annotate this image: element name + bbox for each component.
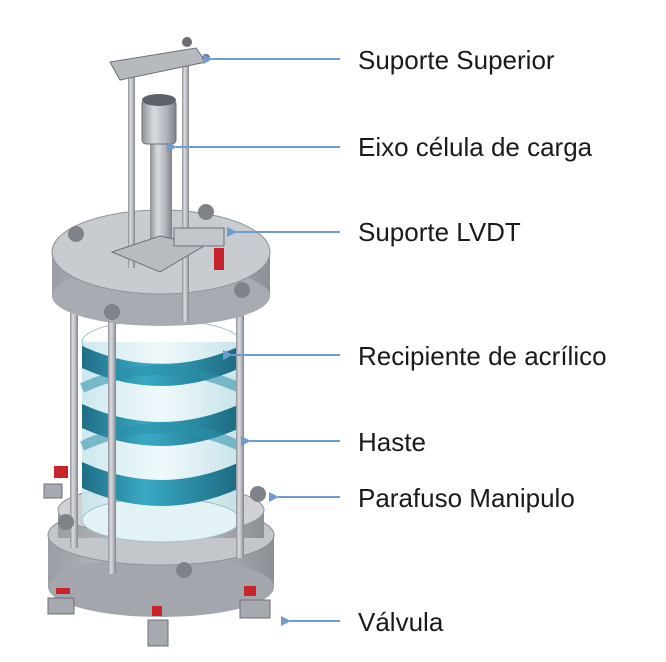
label-parafuso-manipulo: Parafuso Manipulo xyxy=(358,483,575,513)
label-recipiente-de-acrilico: Recipiente de acrílico xyxy=(358,341,607,371)
label-valvula: Válvula xyxy=(358,607,444,637)
lvdt-support xyxy=(110,227,225,273)
top-bracket xyxy=(109,37,210,81)
label-suporte-lvdt: Suporte LVDT xyxy=(358,217,521,247)
bolts xyxy=(58,204,266,578)
valves xyxy=(43,466,271,647)
callout-arrows xyxy=(167,54,340,626)
label-suporte-superior: Suporte Superior xyxy=(358,45,555,75)
label-haste: Haste xyxy=(358,427,426,457)
load-cell-axis xyxy=(128,60,189,322)
acrylic-cylinder xyxy=(79,319,243,543)
tie-rods xyxy=(70,300,244,574)
label-eixo-celula-de-carga: Eixo célula de carga xyxy=(358,132,593,162)
